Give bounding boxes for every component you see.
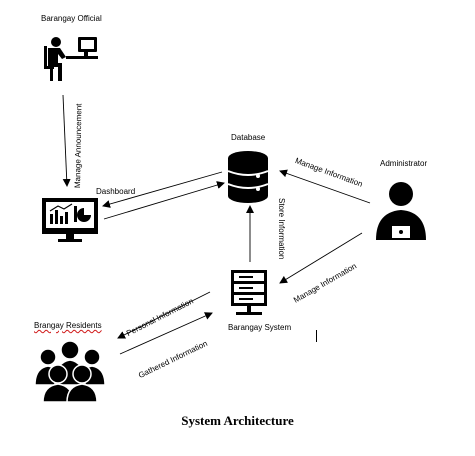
arrow-residents-to-system: [119, 312, 213, 355]
system-label: Barangay System: [228, 323, 292, 332]
dashboard-icon: [42, 198, 98, 242]
edge-label-manage-announcement: Manage Announcement: [73, 103, 84, 189]
arrow-dashboard-to-database: [103, 181, 225, 220]
arrow-system-to-residents: [117, 291, 211, 339]
arrow-admin-to-system: [279, 232, 363, 284]
administrator-label: Administrator: [380, 159, 428, 168]
text-cursor: [316, 330, 317, 342]
arrow-official-to-dashboard: [62, 94, 71, 187]
administrator-icon: [376, 182, 426, 240]
official-label: Barangay Official: [41, 14, 102, 23]
diagram-caption: System Architecture: [181, 413, 294, 428]
database-label: Database: [231, 133, 266, 142]
official-icon: [44, 37, 98, 81]
edge-label-store-information: Store Information: [277, 198, 286, 260]
arrow-database-to-dashboard: [102, 171, 223, 208]
arrow-admin-to-database: [279, 169, 371, 204]
residents-label-text: Brangay Residents: [34, 321, 102, 330]
residents-icon: [34, 340, 106, 403]
dashboard-label: Dashboard: [96, 187, 136, 196]
server-icon: [231, 270, 267, 315]
database-icon: [227, 151, 269, 203]
residents-label: Brangay Residents: [34, 321, 102, 330]
